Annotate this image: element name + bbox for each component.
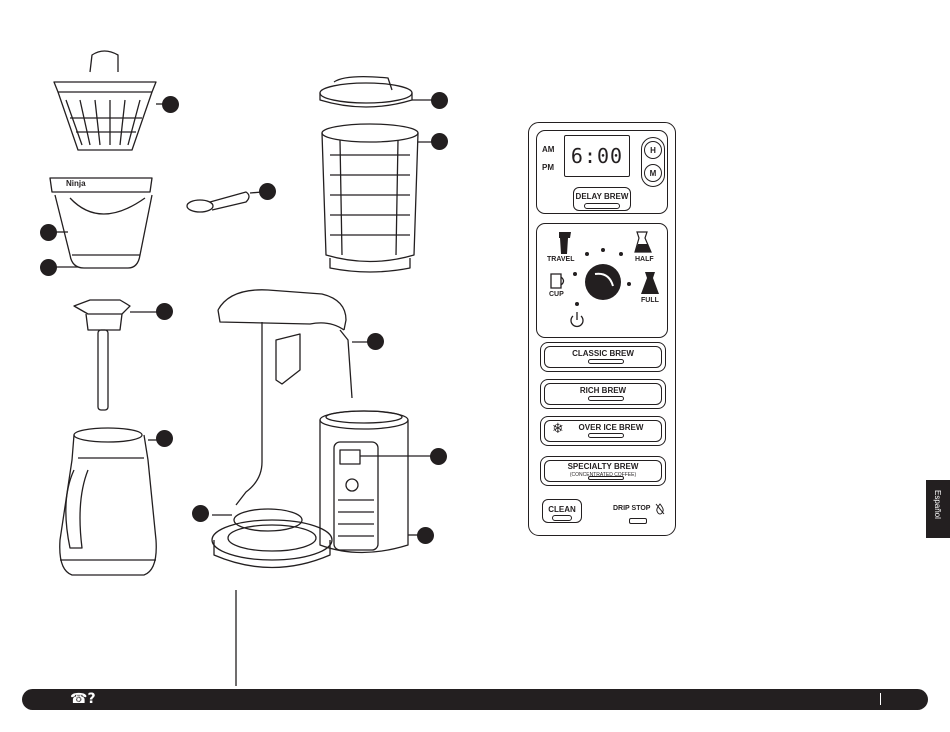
hour-button[interactable]: H	[644, 141, 662, 159]
delay-brew-button[interactable]: DELAY BREW	[573, 187, 631, 211]
language-tab-label: Español	[933, 490, 942, 519]
clean-button[interactable]: CLEAN	[542, 499, 582, 523]
coffee-maker-illustration	[212, 290, 432, 686]
lid-illustration	[320, 77, 434, 107]
callout-drip-stop-holder	[40, 259, 57, 276]
cup-icon	[551, 274, 564, 288]
classic-brew-button[interactable]: CLASSIC BREW	[540, 342, 666, 372]
size-cup-label[interactable]: CUP	[549, 291, 564, 298]
footer-divider	[880, 693, 881, 705]
specialty-brew-button[interactable]: SPECIALTY BREW (CONCENTRATED COFFEE)	[540, 456, 666, 486]
size-dial-graphics	[537, 224, 669, 339]
specialty-brew-led	[588, 476, 624, 480]
callout-brew-through-lid	[156, 303, 173, 320]
clock-time: 6:00	[571, 144, 623, 168]
callout-water-reservoir	[367, 333, 384, 350]
language-side-tab: Español	[926, 480, 950, 538]
callout-permanent-filter	[162, 96, 179, 113]
travel-mug-icon	[559, 232, 571, 254]
size-selector-section: TRAVEL HALF CUP FULL	[536, 223, 668, 338]
thermal-carafe-illustration	[322, 124, 436, 272]
glass-carafe-illustration	[60, 428, 162, 575]
over-ice-brew-led	[588, 433, 624, 438]
specialty-brew-label: SPECIALTY BREW	[541, 462, 665, 471]
callout-scoop	[259, 183, 276, 200]
classic-brew-label: CLASSIC BREW	[541, 349, 665, 358]
classic-brew-led	[588, 359, 624, 364]
phone-icon: ☎?	[70, 691, 96, 707]
drip-stop-label: DRIP STOP	[613, 505, 650, 512]
minute-button[interactable]: M	[644, 164, 662, 182]
size-half-label[interactable]: HALF	[635, 256, 654, 263]
carafe-brew-through-lid-illustration	[74, 300, 160, 410]
brew-basket-illustration	[50, 178, 152, 268]
clean-label: CLEAN	[543, 505, 581, 514]
rich-brew-led	[588, 396, 624, 401]
am-label: AM	[542, 145, 554, 154]
callout-base	[417, 527, 434, 544]
drip-stop-led	[629, 518, 647, 524]
callout-control-panel	[430, 448, 447, 465]
callout-brew-basket	[40, 224, 57, 241]
permanent-filter-illustration	[54, 51, 166, 150]
footer-bar: ☎?	[22, 689, 928, 710]
delay-brew-led	[584, 203, 620, 209]
ninja-brand-text: Ninja	[66, 179, 86, 188]
clean-led	[552, 515, 572, 521]
pm-label: PM	[542, 163, 554, 172]
clock-section: AM PM 6:00 H M DELAY BREW	[536, 130, 668, 214]
callout-thermal-carafe	[431, 133, 448, 150]
size-dial	[585, 264, 621, 300]
delay-brew-label: DELAY BREW	[574, 192, 630, 201]
rich-brew-label: RICH BREW	[541, 386, 665, 395]
over-ice-brew-label: OVER ICE BREW	[557, 423, 665, 432]
power-icon	[571, 312, 583, 326]
control-panel: AM PM 6:00 H M DELAY BREW	[528, 122, 676, 536]
rich-brew-button[interactable]: RICH BREW	[540, 379, 666, 409]
callout-lid	[431, 92, 448, 109]
scoop-illustration	[187, 192, 262, 212]
full-carafe-icon	[641, 272, 659, 294]
size-full-label[interactable]: FULL	[641, 297, 659, 304]
clock-display: 6:00	[564, 135, 630, 177]
callout-glass-carafe	[156, 430, 173, 447]
drip-stop-icon	[655, 503, 665, 515]
size-travel-label[interactable]: TRAVEL	[547, 256, 574, 263]
over-ice-brew-button[interactable]: ❄ OVER ICE BREW	[540, 416, 666, 446]
callout-warming-plate	[192, 505, 209, 522]
